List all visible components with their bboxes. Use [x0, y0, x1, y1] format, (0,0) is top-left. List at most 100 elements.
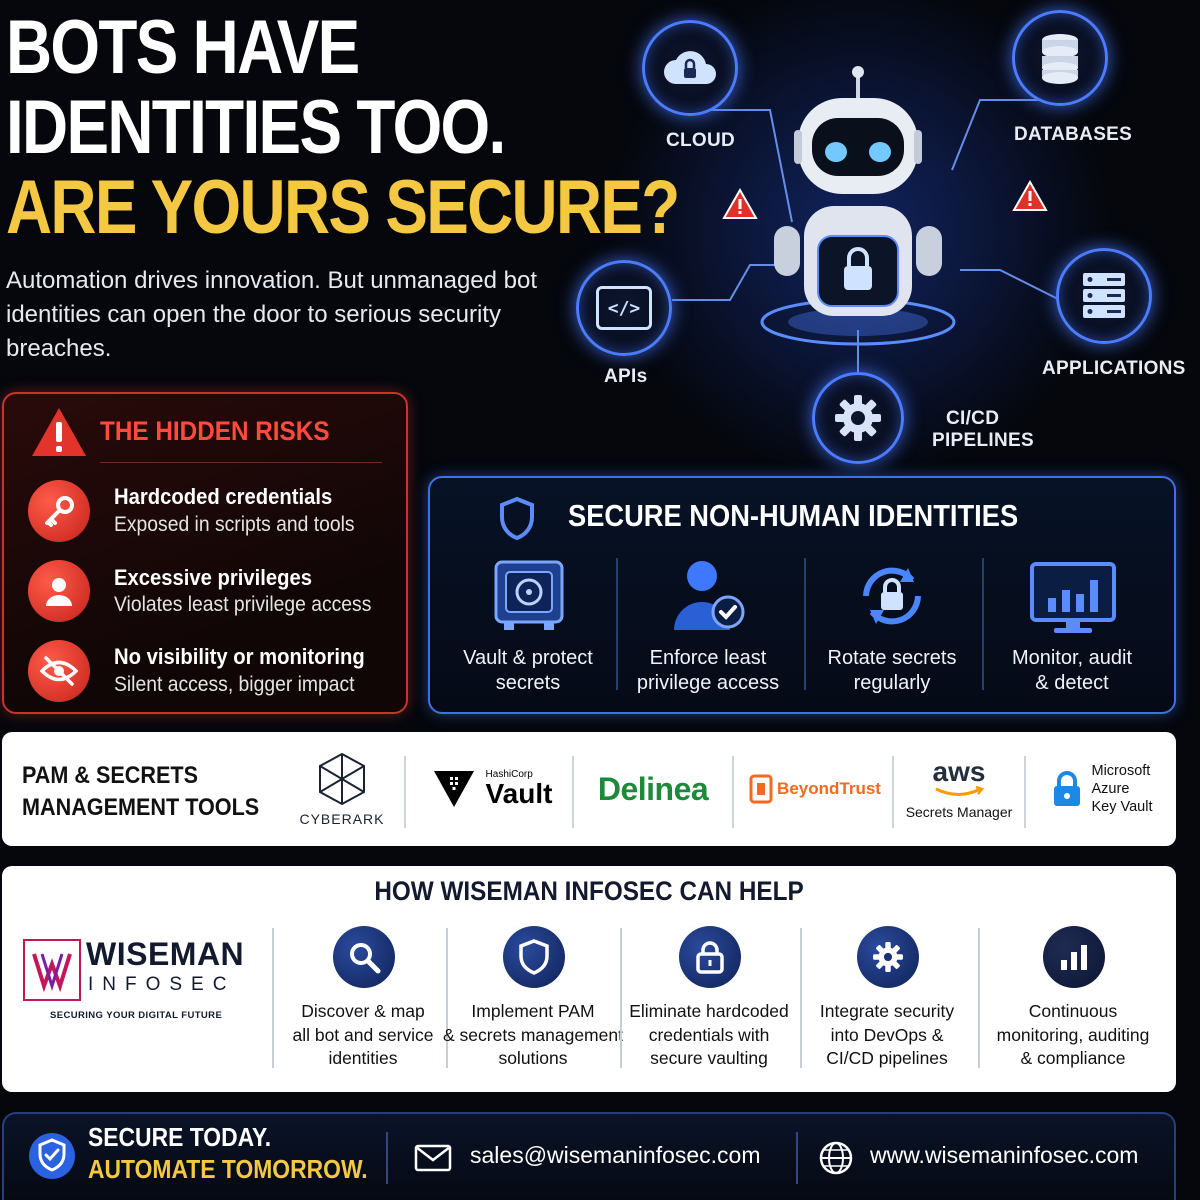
label-line: Enforce least — [649, 647, 767, 669]
shield-icon — [503, 926, 565, 988]
divider — [732, 756, 734, 828]
label-line: Rotate secrets — [827, 647, 957, 669]
label-line: solutions — [498, 1048, 568, 1068]
label-line: & compliance — [1020, 1048, 1126, 1068]
help-item-continuous-monitoring: Continuous monitoring, auditing & compli… — [988, 926, 1158, 1076]
help-item-continuous-monitoring-label: Continuous monitoring, auditing & compli… — [978, 1000, 1168, 1071]
divider — [272, 928, 274, 1068]
divider — [978, 928, 980, 1068]
label-line: Eliminate hardcoded — [629, 1001, 789, 1021]
help-item-integrate-devops-label: Integrate security into DevOps & CI/CD p… — [792, 1000, 982, 1071]
pam-tools-title-line-2: MANAGEMENT TOOLS — [22, 794, 260, 821]
divider — [804, 558, 806, 690]
label-line: identities — [328, 1048, 398, 1068]
label-line: Monitor, audit — [1011, 647, 1133, 669]
databases-node — [1012, 10, 1108, 106]
divider — [800, 928, 802, 1068]
divider — [796, 1132, 798, 1184]
apis-label: APIs — [604, 366, 648, 387]
secure-item-rotate-label: Rotate secrets regularly — [802, 646, 982, 696]
help-item-eliminate-hardcoded-label: Eliminate hardcoded credentials with sec… — [614, 1000, 804, 1071]
label-line: regularly — [853, 672, 931, 694]
help-item-eliminate-hardcoded: Eliminate hardcoded credentials with sec… — [624, 926, 794, 1076]
cyberark-mark-icon — [319, 752, 365, 806]
secure-nhi-panel: SECURE NON-HUMAN IDENTITIES Vault & prot… — [428, 476, 1176, 714]
label-line: & secrets management — [443, 1024, 623, 1045]
divider — [404, 756, 406, 828]
cicd-label: CI/CD PIPELINES — [932, 408, 1034, 452]
hidden-risks-panel: THE HIDDEN RISKS Hardcoded credentials E… — [2, 392, 408, 714]
headline-line-2: IDENTITIES TOO. — [6, 85, 506, 170]
label-line: secrets — [495, 672, 561, 694]
vault-icon — [494, 560, 564, 630]
wiseman-brand-name: WISEMAN — [86, 936, 245, 972]
beyondtrust-text: BeyondTrust — [777, 779, 881, 798]
help-item-discover: Discover & map all bot and service ident… — [278, 926, 448, 1076]
divider — [892, 756, 894, 828]
label-line: Implement PAM — [471, 1001, 595, 1021]
vault-text: HashiCorp Vault — [486, 770, 553, 808]
delinea-logo: Delinea — [580, 732, 726, 846]
azure-text: Microsoft Azure Key Vault — [1092, 762, 1153, 816]
vault-triangle-icon — [433, 771, 474, 807]
label-line: Continuous — [1028, 1001, 1118, 1021]
divider — [386, 1132, 388, 1184]
divider — [1024, 756, 1026, 828]
cicd-node — [812, 372, 904, 464]
risk-3-heading: No visibility or monitoring — [114, 644, 365, 669]
headline-line-1: BOTS HAVE — [6, 5, 360, 90]
azure-line-2: Azure — [1091, 781, 1130, 797]
connector-lines — [672, 66, 1061, 372]
aws-text: aws — [932, 756, 986, 787]
secure-item-monitor: Monitor, audit & detect — [982, 554, 1162, 694]
help-item-integrate-devops: Integrate security into DevOps & CI/CD p… — [802, 926, 972, 1076]
azure-line-3: Key Vault — [1091, 799, 1153, 815]
shield-check-icon — [29, 1133, 75, 1179]
secure-item-vault: Vault & protect secrets — [438, 554, 618, 694]
api-code-icon: </> — [596, 286, 652, 330]
pam-tools-title: PAM & SECRETS MANAGEMENT TOOLS — [22, 760, 259, 824]
globe-icon[interactable] — [818, 1140, 854, 1176]
beyondtrust-logo: BeyondTrust — [740, 732, 890, 846]
website-link[interactable]: www.wisemaninfosec.com — [870, 1142, 1139, 1168]
footer-tagline-line-2: AUTOMATE TOMORROW. — [88, 1154, 368, 1184]
how-we-help-title: HOW WISEMAN INFOSEC CAN HELP — [374, 876, 804, 906]
pam-tools-title-line-1: PAM & SECRETS — [22, 762, 199, 789]
beyondtrust-mark-icon — [749, 774, 773, 804]
delinea-text: Delinea — [597, 770, 709, 807]
wiseman-monogram-icon — [23, 939, 81, 1001]
warning-icon — [1012, 180, 1048, 211]
aws-secrets-manager-logo: aws Secrets Manager — [898, 732, 1020, 846]
key-icon — [28, 480, 90, 542]
help-item-implement-pam: Implement PAM & secrets management solut… — [443, 926, 623, 1076]
divider — [100, 462, 382, 463]
databases-label: DATABASES — [1014, 124, 1133, 145]
eye-off-icon — [28, 640, 90, 702]
label-line: into DevOps & — [830, 1024, 944, 1045]
cyberark-text: CYBERARK — [299, 811, 385, 827]
shield-icon — [500, 496, 534, 540]
robot-diagram: CLOUD DATABASES </> APIs APPLICATIONS — [560, 0, 1200, 470]
label-line: Integrate security — [819, 1001, 955, 1021]
label-line: Discover & map — [301, 1001, 425, 1021]
search-icon — [333, 926, 395, 988]
label-line: CI/CD pipelines — [826, 1048, 948, 1068]
lock-icon — [679, 926, 741, 988]
label-line: monitoring, auditing — [996, 1024, 1150, 1045]
applications-node — [1056, 248, 1152, 344]
monitor-chart-icon — [1030, 562, 1116, 633]
user-icon — [28, 560, 90, 622]
wiseman-logo: WISEMAN INFOSEC SECURING YOUR DIGITAL FU… — [18, 932, 268, 1032]
divider — [982, 558, 984, 690]
secure-item-vault-label: Vault & protect secrets — [438, 646, 618, 696]
mail-icon[interactable] — [414, 1144, 452, 1172]
cloud-label: CLOUD — [666, 130, 736, 151]
secure-item-rotate: Rotate secrets regularly — [802, 554, 982, 694]
risk-2-heading: Excessive privileges — [114, 565, 313, 590]
label-line: Vault & protect — [463, 647, 593, 669]
intro-text: Automation drives innovation. But unmana… — [6, 267, 538, 362]
vault-big-text: Vault — [485, 778, 553, 809]
email-link[interactable]: sales@wisemaninfosec.com — [470, 1142, 761, 1168]
gear-icon — [857, 926, 919, 988]
cicd-label-line-1: CI/CD — [946, 408, 1000, 429]
